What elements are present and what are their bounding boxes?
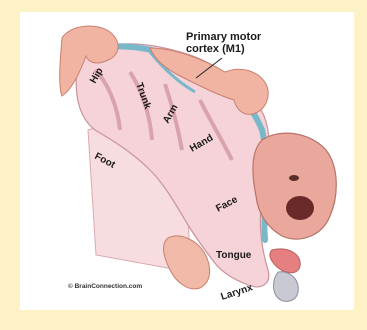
homunculus-larynx xyxy=(274,272,299,302)
label-larynx: Larynx xyxy=(220,282,255,303)
m1-title-line1: Primary motor xyxy=(186,31,262,43)
m1-title-line2: cortex (M1) xyxy=(186,43,245,55)
credit-text: © BrainConnection.com xyxy=(68,282,142,290)
homunculus-eye xyxy=(289,175,299,181)
label-tongue: Tongue xyxy=(216,250,252,261)
homunculus-mouth xyxy=(286,196,314,220)
homunculus-tongue xyxy=(270,249,300,273)
